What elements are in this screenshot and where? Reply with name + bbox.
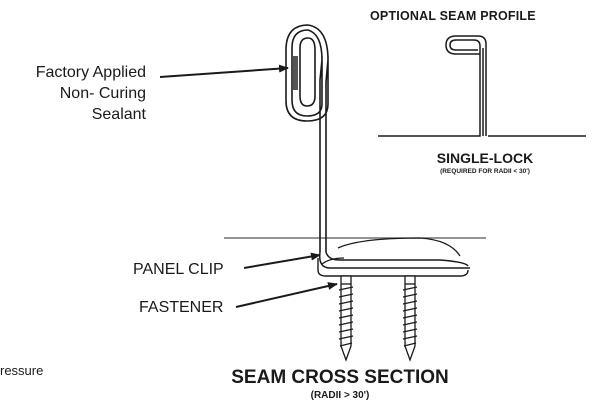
standing-seam-rib	[285, 24, 329, 252]
sealant-label-line-3: Sealant	[91, 106, 146, 123]
fastener-arrow	[235, 282, 338, 308]
panel-clip-label: PANEL CLIP	[133, 261, 224, 278]
sealant-label: Factory Applied Non- Curing Sealant	[6, 62, 146, 125]
single-lock-note: (REQUIRED FOR RADII < 30')	[440, 168, 530, 175]
sealant-bead	[293, 56, 298, 90]
sealant-label-line-2: Non- Curing	[59, 85, 146, 102]
panel-clip	[317, 237, 470, 277]
fastener-left	[338, 275, 354, 362]
fastener-right	[402, 275, 418, 362]
single-lock-profile	[378, 35, 586, 137]
sealant-label-line-1: Factory Applied	[35, 64, 146, 81]
cross-section-title: SEAM CROSS SECTION	[231, 367, 449, 388]
sealant-arrow	[159, 64, 289, 78]
partial-pressure-text: ressure	[0, 363, 44, 378]
fastener-label: FASTENER	[139, 299, 224, 316]
single-lock-title: SINGLE-LOCK	[436, 150, 534, 166]
cross-section-note: (RADII > 30')	[310, 390, 370, 401]
optional-profile-title: OPTIONAL SEAM PROFILE	[370, 9, 536, 23]
panel-clip-arrow	[243, 252, 321, 269]
